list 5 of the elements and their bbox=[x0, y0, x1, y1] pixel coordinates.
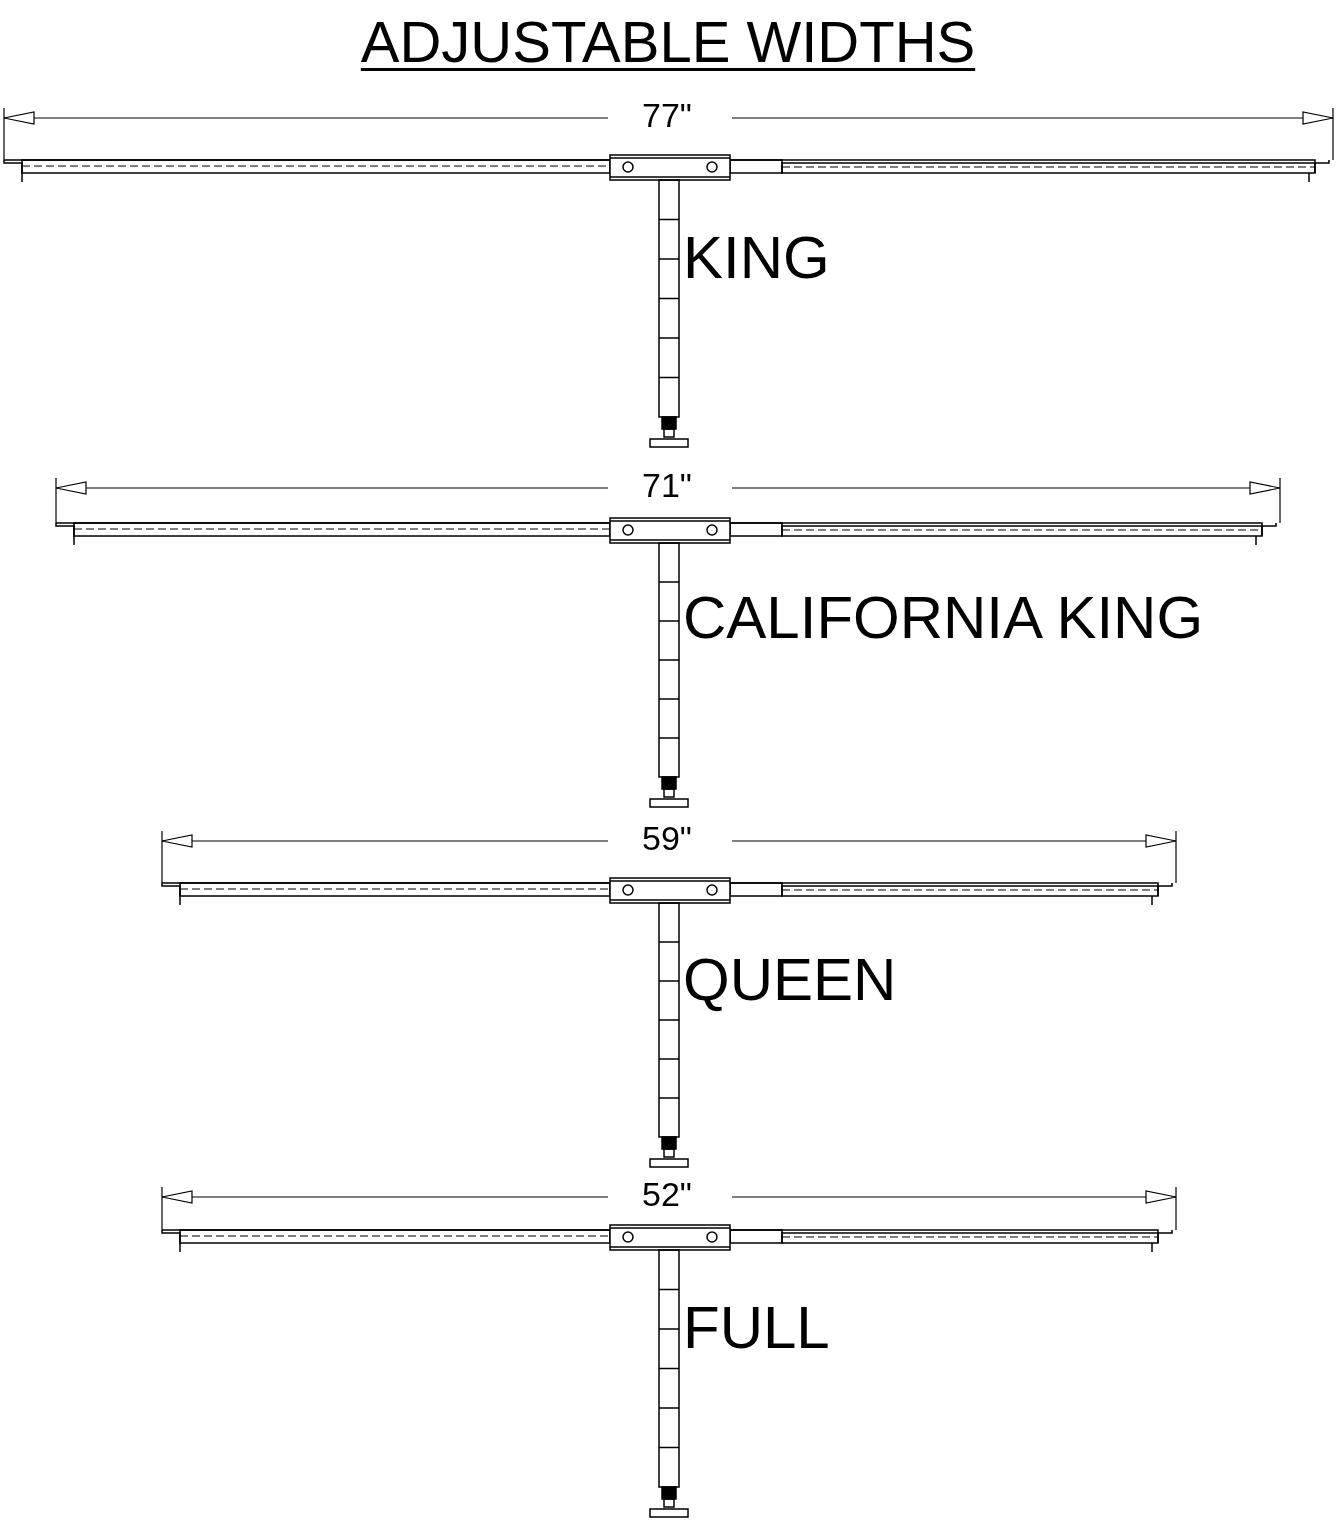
size-label: QUEEN bbox=[683, 948, 897, 1012]
size-label: FULL bbox=[683, 1296, 830, 1360]
size-label: KING bbox=[683, 226, 830, 290]
title: ADJUSTABLE WIDTHS bbox=[360, 9, 976, 74]
size-label: CALIFORNIA KING bbox=[683, 586, 1204, 650]
